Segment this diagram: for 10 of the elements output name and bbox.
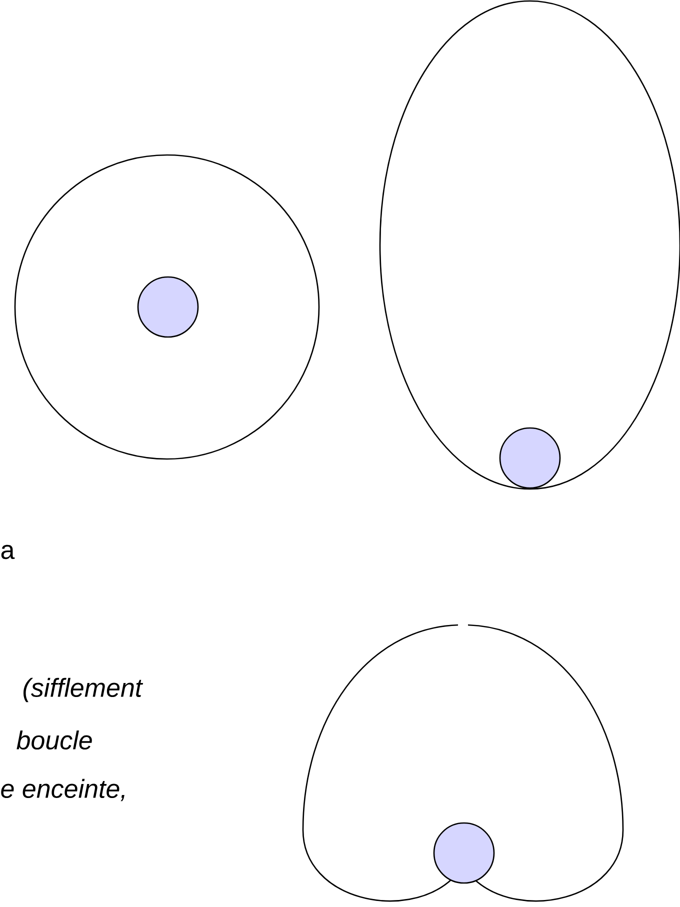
ellipse-outline (379, 0, 680, 490)
label-text: e enceinte, (1, 778, 124, 802)
ball (137, 276, 199, 338)
label-text: a (1, 544, 15, 560)
ball (433, 822, 495, 884)
label-text: (sifflement (23, 678, 144, 702)
label-text: boucle (16, 730, 92, 750)
ball (499, 427, 561, 489)
circle-outline (14, 154, 320, 460)
cardioid-outline (302, 624, 624, 902)
